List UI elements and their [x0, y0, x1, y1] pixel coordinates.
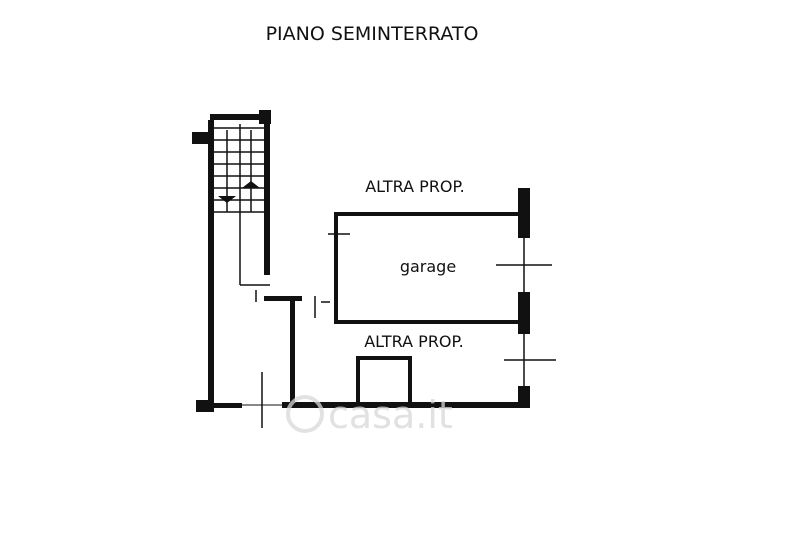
niche	[356, 356, 412, 404]
garage-room	[328, 188, 556, 386]
stairwell	[192, 110, 302, 412]
label-garage: garage	[400, 257, 456, 276]
corridor-walls	[212, 296, 530, 428]
watermark-text: casa.it	[328, 393, 453, 437]
label-altra-prop-bottom: ALTRA PROP.	[364, 332, 464, 351]
plan-title: PIANO SEMINTERRATO	[266, 23, 479, 45]
watermark: casa.it	[286, 393, 453, 437]
label-altra-prop-top: ALTRA PROP.	[365, 177, 465, 196]
